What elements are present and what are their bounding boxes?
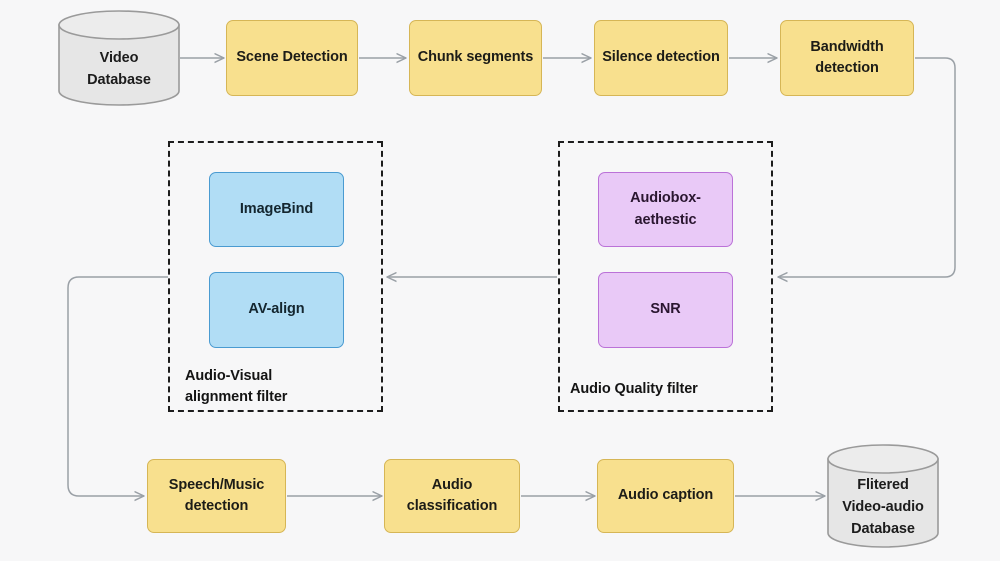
filtered-database-label-line1: Flitered [857, 477, 909, 493]
group-audio-quality-label: Audio Quality filter [570, 379, 770, 400]
node-scene-detection[interactable]: Scene Detection [226, 20, 358, 96]
speech-music-detection-label-line1: Speech/Music [168, 476, 265, 493]
group-audio-quality-label-line1: Audio Quality filter [570, 381, 698, 397]
group-audio-visual-label-line1: Audio-Visual [185, 368, 273, 384]
node-audiobox-aesthetic[interactable]: Audiobox- aethestic [598, 172, 733, 247]
audiobox-aesthetic-label-line2: aethestic [634, 211, 697, 228]
video-database-label-line1: Video [99, 50, 139, 66]
filtered-database-label-line2: Video-audio [842, 499, 924, 515]
filtered-database-label-line3: Database [851, 521, 915, 537]
group-audio-quality-filter [558, 141, 773, 412]
node-bandwidth-detection[interactable]: Bandwidth detection [780, 20, 914, 96]
scene-detection-label: Scene Detection [236, 49, 348, 66]
node-audio-classification[interactable]: Audio classification [384, 459, 520, 533]
node-audio-caption[interactable]: Audio caption [597, 459, 734, 533]
imagebind-label: ImageBind [239, 200, 314, 217]
audio-caption-label: Audio caption [617, 487, 714, 504]
group-audio-visual-alignment-filter [168, 141, 383, 412]
node-silence-detection[interactable]: Silence detection [594, 20, 728, 96]
node-imagebind[interactable]: ImageBind [209, 172, 344, 247]
audio-classification-label-line2: classification [406, 498, 498, 514]
audiobox-aesthetic-label-line1: Audiobox- [630, 190, 701, 207]
video-database-datastore: Video Database [58, 10, 180, 106]
node-av-align[interactable]: AV-align [209, 272, 344, 348]
group-audio-visual-label-line2: alignment filter [185, 389, 288, 406]
audio-classification-label-line1: Audio [431, 476, 473, 493]
video-database-label-line2: Database [87, 72, 151, 88]
node-chunk-segments[interactable]: Chunk segments [409, 20, 542, 96]
node-snr[interactable]: SNR [598, 272, 733, 348]
node-speech-music-detection[interactable]: Speech/Music detection [147, 459, 286, 533]
snr-label: SNR [650, 301, 681, 318]
silence-detection-label: Silence detection [602, 49, 720, 66]
chunk-segments-label: Chunk segments [417, 49, 534, 66]
av-align-label: AV-align [248, 301, 305, 318]
filtered-database-datastore: Flitered Video-audio Database [827, 444, 939, 548]
bandwidth-detection-label-line1: Bandwidth [810, 38, 884, 55]
speech-music-detection-label-line2: detection [184, 498, 249, 514]
group-audio-visual-label: Audio-Visual alignment filter [185, 366, 375, 408]
bandwidth-detection-label-line2: detection [815, 60, 879, 76]
